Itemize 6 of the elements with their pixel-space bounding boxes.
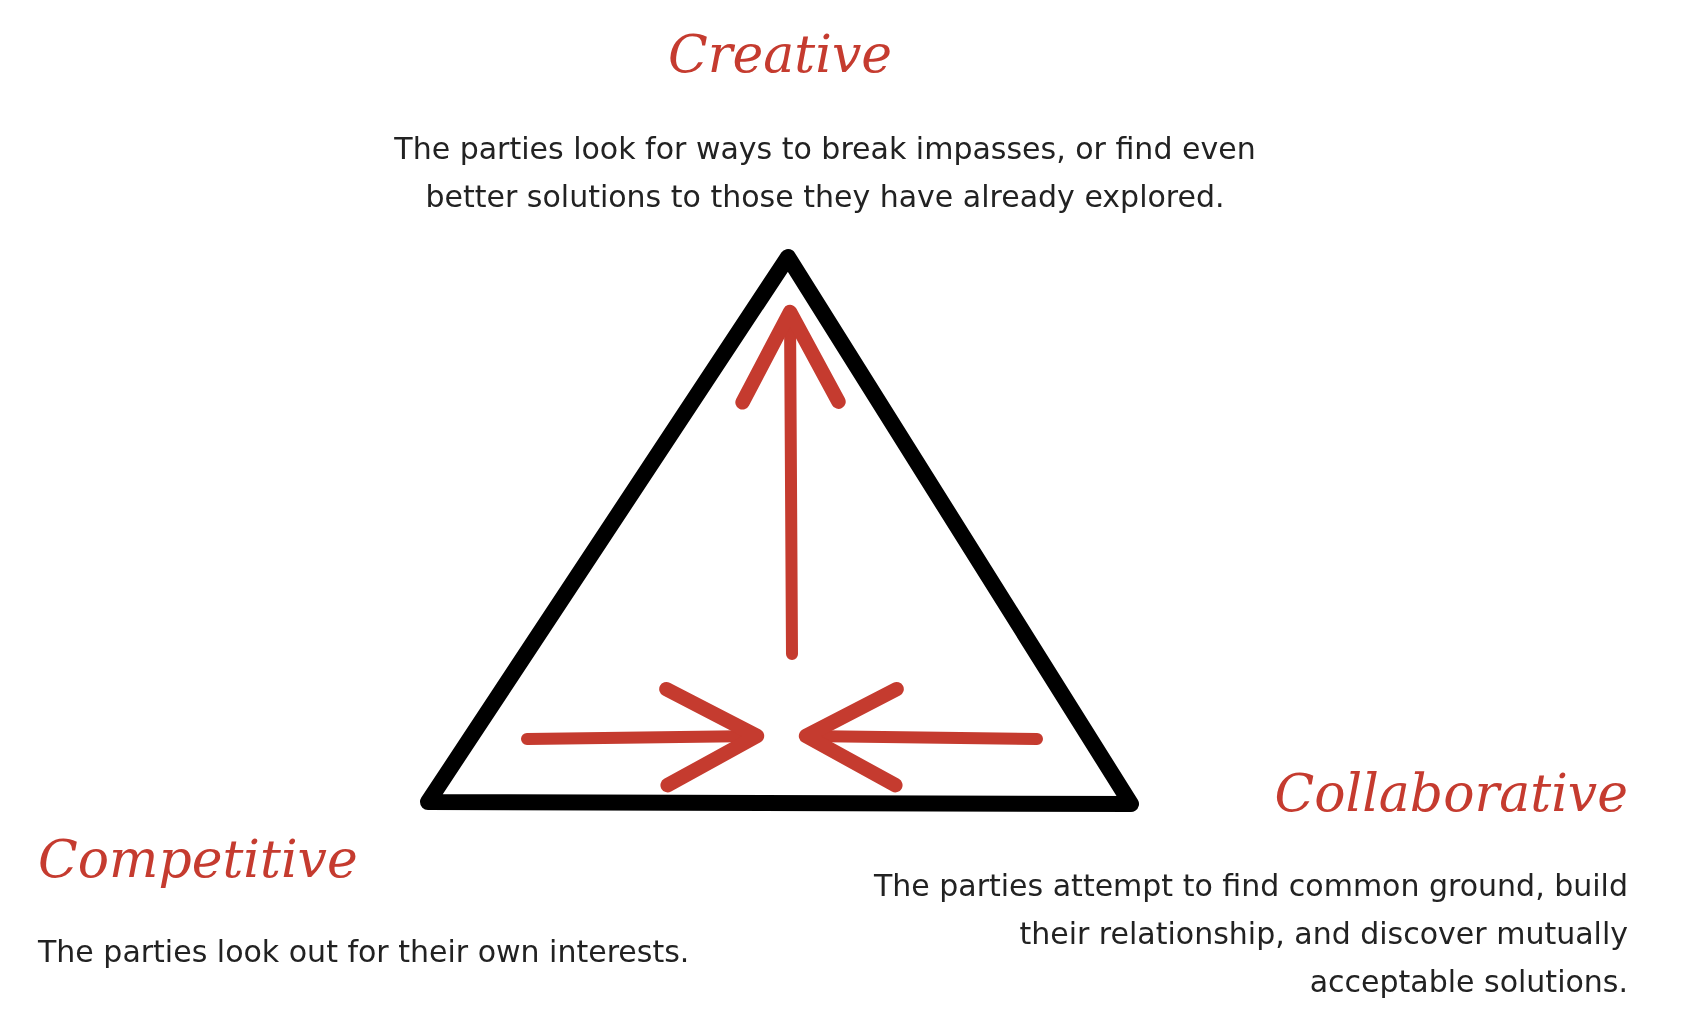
section-heading: Collaborative bbox=[1274, 762, 1628, 824]
description-text: The parties look out for their own interests. bbox=[38, 933, 691, 971]
description-text: The parties look for ways to break impasses, or find even better solutions to those they have already explored. bbox=[393, 130, 1257, 216]
section-heading: Creative bbox=[666, 23, 894, 85]
section-heading: Competitive bbox=[38, 828, 358, 890]
description-text: The parties attempt to find common ground, build their relationship, and discover mutually acceptable solutions. bbox=[872, 867, 1628, 1001]
